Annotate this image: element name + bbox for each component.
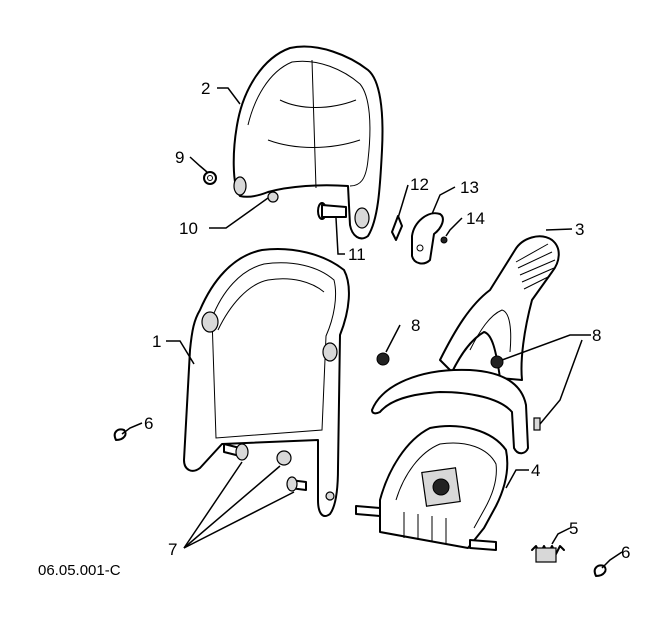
part-8-knob-right xyxy=(490,355,504,369)
callout-8-right: 8 xyxy=(592,326,601,345)
part-10-washer xyxy=(267,191,279,203)
callout-2: 2 xyxy=(201,79,210,98)
part-8-knob-left xyxy=(376,352,390,366)
part-14-small-pin xyxy=(440,236,448,244)
callout-labels: 1 2 3 4 5 6 6 7 8 8 9 10 11 12 13 14 xyxy=(144,79,630,562)
callout-3: 3 xyxy=(575,220,584,239)
part-7-pins xyxy=(223,443,307,492)
part-2-backrest-cushion xyxy=(232,45,384,240)
leader-lines xyxy=(121,87,623,569)
callout-9: 9 xyxy=(175,148,184,167)
callout-13: 13 xyxy=(460,178,479,197)
callout-10: 10 xyxy=(179,219,198,238)
callout-8-left: 8 xyxy=(411,316,420,335)
callout-5: 5 xyxy=(569,519,578,538)
part-5-spring xyxy=(531,545,565,563)
callout-12: 12 xyxy=(410,175,429,194)
callout-7: 7 xyxy=(168,540,177,559)
part-11-bolt xyxy=(317,202,347,220)
callout-11: 11 xyxy=(348,245,366,264)
callout-14: 14 xyxy=(466,209,485,228)
callout-1: 1 xyxy=(152,332,161,351)
callout-6-right: 6 xyxy=(621,543,630,562)
callout-4: 4 xyxy=(531,461,540,480)
callout-6-left: 6 xyxy=(144,414,153,433)
part-4-base-bracket xyxy=(355,425,509,551)
part-13-cam-lever xyxy=(411,212,444,265)
part-6-clip-left xyxy=(113,428,127,441)
part-3-handle xyxy=(439,235,560,381)
part-9-nut xyxy=(203,171,217,185)
part-12-spring-clip xyxy=(391,215,403,241)
part-1-seat-back-frame xyxy=(183,248,350,518)
drawing-code: 06.05.001-C xyxy=(38,562,121,579)
